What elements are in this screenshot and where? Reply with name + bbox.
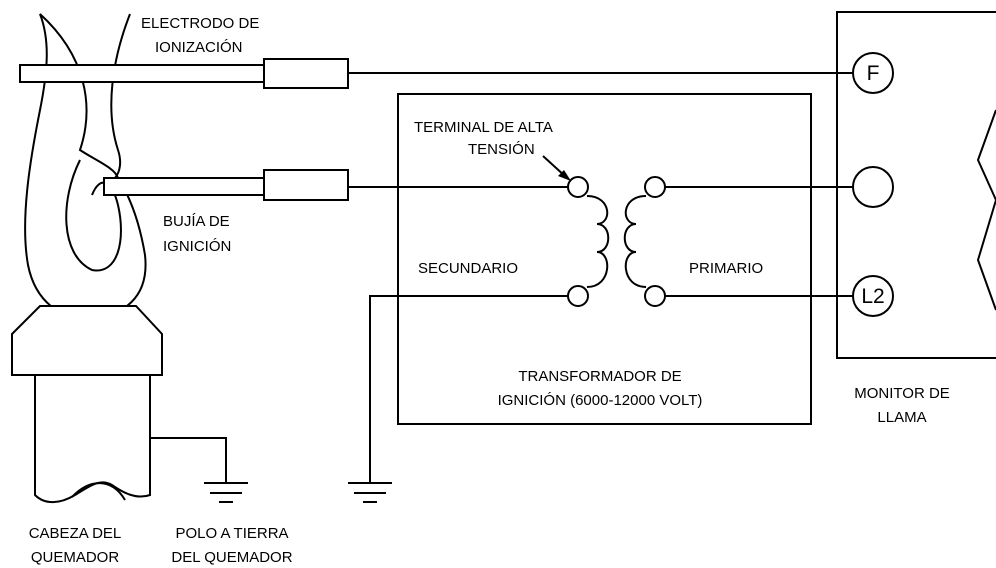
label-hv-terminal-line1: TERMINAL DE ALTA — [414, 119, 553, 136]
label-ionization-electrode-line2: IONIZACIÓN — [155, 39, 243, 56]
label-flame-monitor-line1: MONITOR DE — [854, 385, 950, 402]
label-ignition-plug-line1: BUJÍA DE — [163, 213, 230, 230]
ionization-electrode-insulator — [263, 58, 349, 89]
label-transformer-line1: TRANSFORMADOR DE — [518, 368, 681, 385]
terminal-f: F — [852, 52, 894, 94]
secondary-coil — [567, 176, 610, 307]
label-flame-monitor-line2: LLAMA — [877, 409, 926, 426]
label-ignition-plug-line2: IGNICIÓN — [163, 238, 231, 255]
burner-head — [11, 305, 163, 504]
primary-coil — [623, 176, 666, 307]
label-transformer-line2: IGNICIÓN (6000-12000 VOLT) — [498, 392, 703, 409]
ignition-plug-rod — [103, 177, 267, 196]
burner-ground-icon — [150, 437, 248, 503]
transformer-ground-icon — [348, 482, 392, 503]
flame-monitor-zigzag — [976, 109, 996, 311]
hv-terminal-arrow — [542, 155, 571, 181]
label-hv-terminal-line2: TENSIÓN — [468, 141, 535, 158]
label-burner-head-line2: QUEMADOR — [31, 549, 120, 566]
ignition-plug-insulator — [263, 169, 349, 201]
terminal-l2-label: L2 — [861, 285, 884, 308]
label-burner-ground-line2: DEL QUEMADOR — [171, 549, 292, 566]
terminal-l2: L2 — [852, 275, 894, 317]
flame-monitor-box — [836, 11, 996, 359]
wire-secondary-ground — [369, 295, 568, 483]
label-burner-ground-line1: POLO A TIERRA — [175, 525, 288, 542]
flame-icon — [24, 13, 147, 320]
terminal-middle — [852, 166, 894, 208]
label-secondary: SECUNDARIO — [418, 260, 518, 277]
label-ionization-electrode-line1: ELECTRODO DE — [141, 15, 259, 32]
ionization-electrode-rod — [19, 64, 267, 83]
transformer-box — [397, 93, 812, 425]
label-primary: PRIMARIO — [689, 260, 763, 277]
terminal-f-label: F — [867, 62, 880, 85]
label-burner-head-line1: CABEZA DEL — [29, 525, 122, 542]
